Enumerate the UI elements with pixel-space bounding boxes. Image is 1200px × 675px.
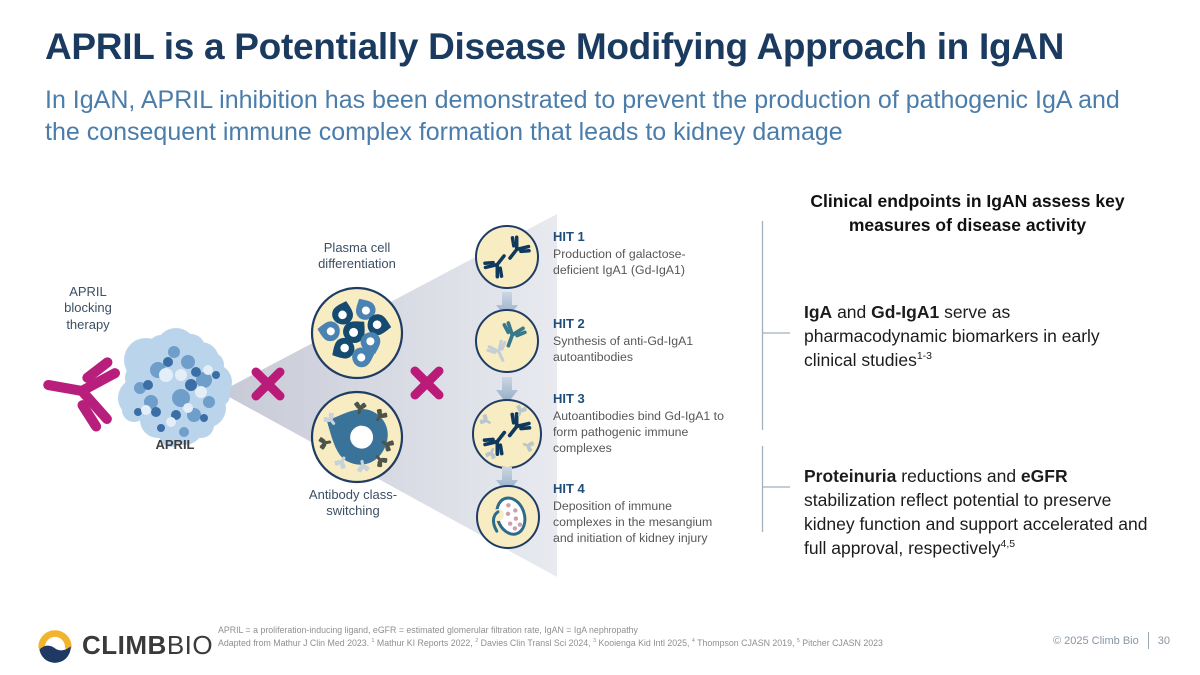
- logo-bio: BIO: [166, 629, 214, 660]
- blocking-antibody-icon: [43, 353, 117, 428]
- bracket-biomarkers: [761, 221, 790, 430]
- approval-point: Proteinuria reductions and eGFR stabiliz…: [804, 466, 1148, 559]
- plasma-cell-differentiation-label: Plasma cell differentiation: [318, 240, 396, 272]
- hit3-title: HIT 3: [553, 391, 585, 406]
- hit2-autoantibody-icon: [475, 309, 539, 373]
- hit3-immune-complex-icon: [472, 399, 542, 469]
- blocked-x-icon: [410, 366, 444, 400]
- footer-right: © 2025 Climb Bio 30: [1030, 632, 1170, 649]
- april-protein-icon: [118, 328, 232, 447]
- climbbio-logo-icon: [38, 630, 72, 663]
- slide-title: APRIL is a Potentially Disease Modifying…: [45, 26, 1065, 67]
- class-switching-cell-icon: [310, 390, 404, 484]
- footnote-abbreviations: APRIL = a proliferation-inducing ligand,…: [218, 625, 638, 635]
- page-divider: [1147, 632, 1149, 649]
- hit4-title: HIT 4: [553, 481, 585, 496]
- cascade-beam: [220, 214, 557, 577]
- hit1-iga1-antibody-pair-icon: [475, 225, 539, 289]
- slide-subtitle: In IgAN, APRIL inhibition has been demon…: [45, 86, 1120, 146]
- hit2-desc: Synthesis of anti-Gd-IgA1 autoantibodies: [553, 334, 694, 365]
- hit2-text: HIT 2 Synthesis of anti-Gd-IgA1 autoanti…: [553, 316, 728, 365]
- climbbio-logo-text: CLIMBBIO: [82, 630, 213, 661]
- hit4-desc: Deposition of immune complexes in the me…: [553, 499, 713, 546]
- hit2-title: HIT 2: [553, 316, 585, 331]
- hit1-text: HIT 1 Production of galactose-deficient …: [553, 229, 728, 278]
- climbbio-logo: CLIMBBIO: [36, 626, 213, 664]
- hit3-text: HIT 3 Autoantibodies bind Gd-IgA1 to for…: [553, 391, 728, 457]
- april-blocking-therapy-label: APRIL blocking therapy: [64, 284, 112, 332]
- hit4-kidney-icon: [476, 485, 540, 549]
- page-number: 30: [1157, 634, 1170, 647]
- copyright-text: © 2025 Climb Bio: [1052, 634, 1139, 647]
- right-panel-header: Clinical endpoints in IgAN assess key me…: [810, 191, 1125, 235]
- hit4-text: HIT 4 Deposition of immune complexes in …: [553, 481, 728, 547]
- footnote-references: Adapted from Mathur J Clin Med 2023. 1 M…: [218, 637, 883, 648]
- bracket-approval: [761, 446, 790, 532]
- biomarkers-point: IgA and Gd-IgA1 serve as pharmacodynamic…: [804, 302, 1100, 371]
- antibody-class-switching-label: Antibody class-switching: [308, 487, 398, 519]
- hit3-desc: Autoantibodies bind Gd-IgA1 to form path…: [553, 409, 724, 456]
- plasma-cells-icon: [310, 286, 404, 380]
- footnotes: APRIL = a proliferation-inducing ligand,…: [218, 624, 938, 650]
- april-label: APRIL: [155, 437, 195, 452]
- blocked-x-icon: [251, 367, 285, 401]
- logo-climb: CLIMB: [82, 629, 167, 660]
- hit1-desc: Production of galactose-deficient IgA1 (…: [553, 247, 686, 278]
- hit1-title: HIT 1: [553, 229, 585, 244]
